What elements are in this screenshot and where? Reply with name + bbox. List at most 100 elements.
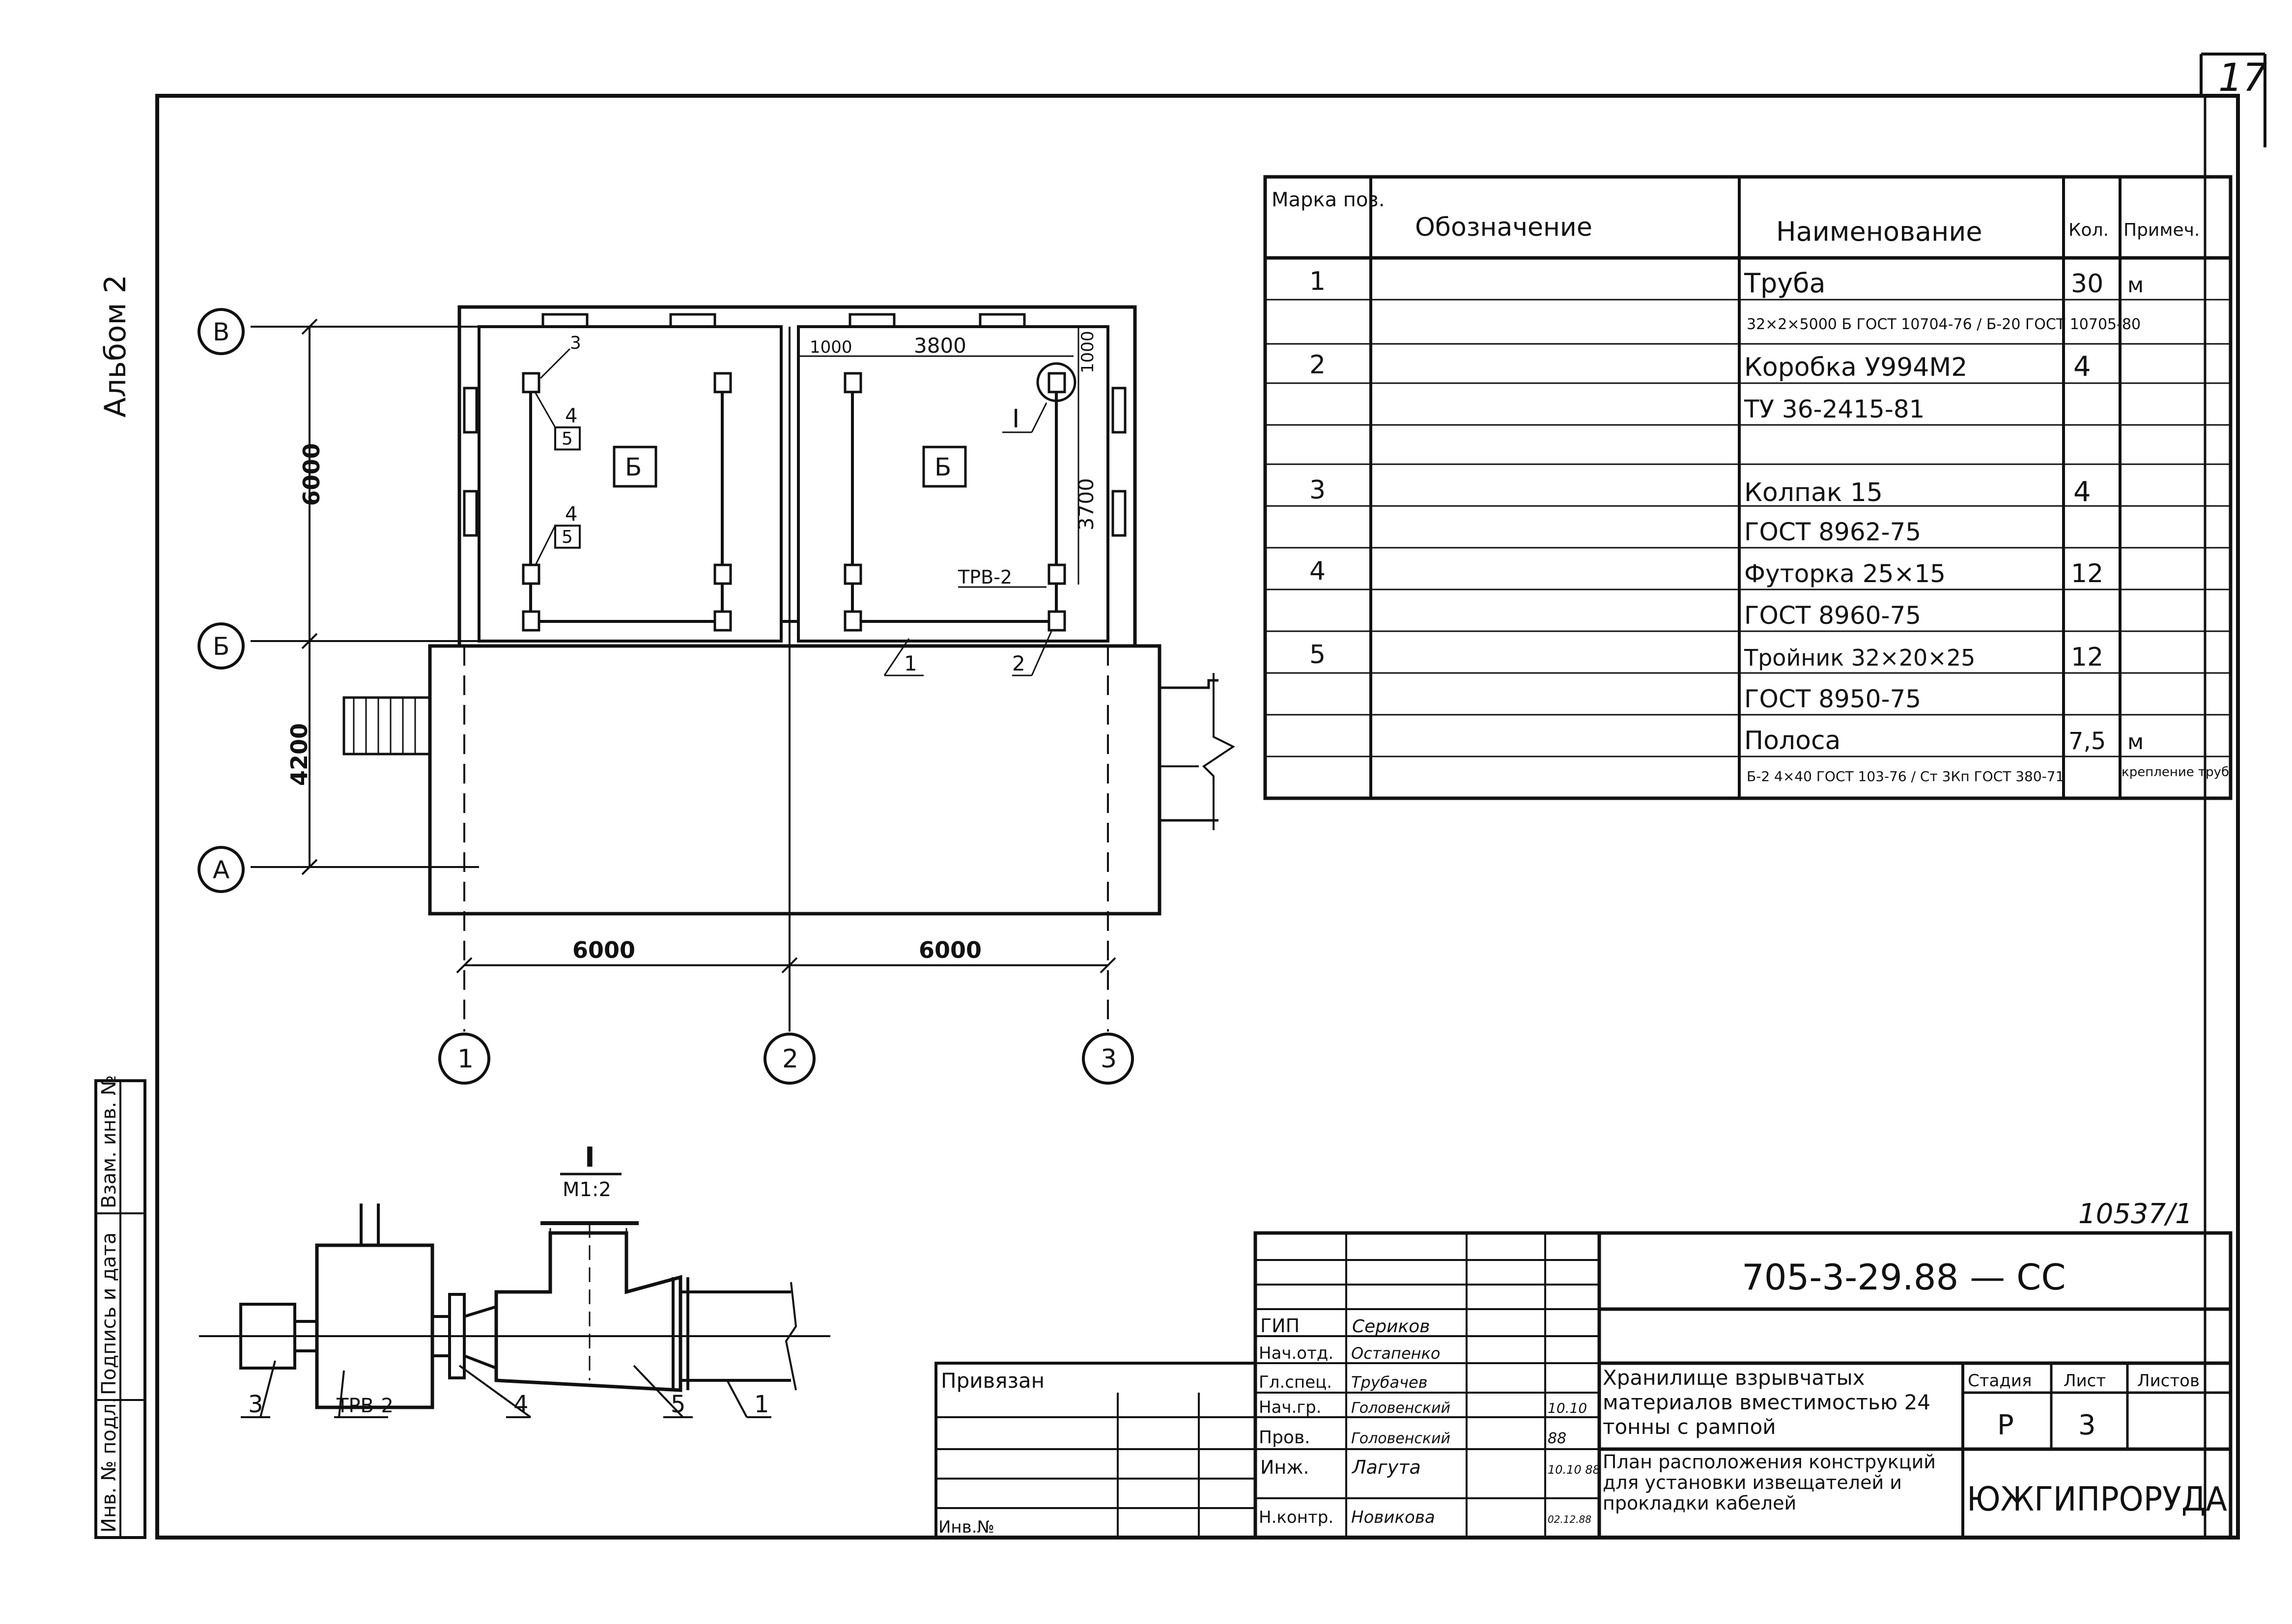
callout-4b: 4 xyxy=(565,503,577,526)
spec-row-name: Коробка У994М2 xyxy=(1744,353,1967,382)
role-label: Н.контр. xyxy=(1259,1508,1333,1527)
side-stamp-inv: Инв. № подл. xyxy=(98,1397,120,1533)
dim-col-12: 6000 xyxy=(572,937,635,963)
role-date: 02.12.88 xyxy=(1548,1513,1591,1525)
spec-row-name: ГОСТ 8950-75 xyxy=(1744,685,1921,713)
detail-label-3: 3 xyxy=(248,1391,263,1418)
spec-row-qty: 7,5 xyxy=(2068,728,2106,755)
spec-header-qty: Кол. xyxy=(2068,220,2109,240)
doc-code: 705-3-29.88 — СС xyxy=(1742,1257,2066,1298)
spec-row-name: Труба xyxy=(1744,268,1826,299)
role-label: Нач.гр. xyxy=(1259,1398,1322,1417)
sheet-label: Лист xyxy=(2064,1371,2106,1391)
side-label: Альбом 2 xyxy=(98,275,133,418)
inv-no-label: Инв.№ xyxy=(938,1517,994,1537)
dim-col-23: 6000 xyxy=(919,937,982,963)
axis-col-2: 2 xyxy=(782,1044,798,1074)
detail-label-1: 1 xyxy=(754,1391,769,1418)
spec-row-name: ТУ 36-2415-81 xyxy=(1744,395,1924,423)
spec-row-qty: 12 xyxy=(2071,559,2103,588)
drawing-title: План расположения конструкций для устано… xyxy=(1603,1452,1936,1514)
spec-row-note: м xyxy=(2127,729,2144,755)
role-name: Головенский xyxy=(1351,1400,1450,1417)
spec-row-pos: 1 xyxy=(1309,267,1326,296)
spec-row-name: ГОСТ 8960-75 xyxy=(1744,601,1921,630)
dim-row-vb: 6000 xyxy=(298,443,325,506)
side-stamp: Инв. № подл. Подпись и дата Взам. инв. № xyxy=(94,1075,146,1539)
spec-row-qty: 12 xyxy=(2071,643,2103,672)
spec-header-name: Наименование xyxy=(1776,216,1982,247)
callout-4a: 4 xyxy=(565,405,577,427)
callout-trv: ТРВ-2 xyxy=(958,566,1012,588)
room-label-right: Б xyxy=(934,453,951,481)
role-date: 10.10 xyxy=(1548,1400,1587,1416)
spec-row-qty: 4 xyxy=(2073,351,2091,383)
dim-row-ba: 4200 xyxy=(286,723,312,786)
role-label: Нач.отд. xyxy=(1259,1344,1333,1363)
privyazan-label: Привязан xyxy=(941,1369,1045,1393)
role-rows: ГИП Сериков Нач.отд. Остапенко Гл.спец. … xyxy=(1259,1315,1600,1527)
callout-3: 3 xyxy=(570,333,581,353)
dim-offset-1000b: 1000 xyxy=(1078,331,1098,373)
spec-row-name: Полоса xyxy=(1744,726,1840,756)
role-name: Трубачев xyxy=(1351,1373,1428,1392)
callout-node-I: I xyxy=(1012,404,1019,434)
spec-row-name: Колпак 15 xyxy=(1744,478,1883,507)
role-name: Лагута xyxy=(1351,1456,1421,1478)
role-label: ГИП xyxy=(1260,1315,1300,1337)
callout-5a: 5 xyxy=(562,429,573,449)
role-label: Пров. xyxy=(1259,1428,1310,1448)
spec-row-pos: 3 xyxy=(1309,476,1326,505)
dim-span-3800: 3800 xyxy=(914,334,966,358)
role-name: Новикова xyxy=(1351,1508,1435,1527)
spec-row-pos: 2 xyxy=(1309,350,1326,380)
role-name: Сериков xyxy=(1352,1316,1430,1337)
spec-rows: 1 Труба 30 м 32×2×5000 Б ГОСТ 10704-76 /… xyxy=(1309,267,2229,784)
spec-row-name: Тройник 32×20×25 xyxy=(1744,644,1975,671)
detail-label-trv: ТРВ-2 xyxy=(336,1395,394,1417)
spec-header-mark: Марка поз. xyxy=(1272,189,1385,211)
spec-row-name: 32×2×5000 Б ГОСТ 10704-76 / Б-20 ГОСТ 10… xyxy=(1747,316,2141,333)
spec-row-note: м xyxy=(2127,273,2144,298)
axis-bubbles xyxy=(198,308,1134,1085)
callout-1: 1 xyxy=(904,651,917,675)
spec-row-qty: 30 xyxy=(2071,269,2103,299)
dim-offset-1000: 1000 xyxy=(810,337,852,357)
spec-row-pos: 5 xyxy=(1309,640,1326,670)
axis-col-1: 1 xyxy=(457,1044,474,1074)
spec-row-name: Б-2 4×40 ГОСТ 103-76 / Ст 3Кп ГОСТ 380-7… xyxy=(1747,768,2064,784)
spec-header-designation: Обозначение xyxy=(1415,213,1592,242)
room-label-left: Б xyxy=(625,453,642,481)
spec-row-name: Футорка 25×15 xyxy=(1744,560,1946,588)
sheets-label: Листов xyxy=(2137,1371,2200,1391)
role-label: Инж. xyxy=(1260,1456,1309,1478)
spec-row-note: крепление труб xyxy=(2122,765,2229,780)
detail-title: I xyxy=(585,1142,595,1174)
sheet-number: 17 xyxy=(2218,56,2267,100)
project-title: Хранилище взрывчатых материалов вместимо… xyxy=(1603,1366,1931,1439)
detail-I: I М1:2 3 ТРВ-2 4 5 1 xyxy=(199,1142,830,1418)
dim-height-3700: 3700 xyxy=(1074,478,1098,531)
side-stamp-vzam: Взам. инв. № xyxy=(98,1075,120,1208)
role-label: Гл.спец. xyxy=(1259,1372,1332,1392)
axis-row-B: Б xyxy=(213,632,229,661)
stage-value: Р xyxy=(1997,1409,2014,1441)
detail-scale: М1:2 xyxy=(563,1178,611,1201)
spec-header-note: Примеч. xyxy=(2123,220,2200,240)
stage-label: Стадия xyxy=(1968,1371,2032,1391)
org-name: ЮЖГИПРОРУДА xyxy=(1967,1480,2227,1519)
role-name: Головенский xyxy=(1351,1430,1450,1447)
callout-2: 2 xyxy=(1012,651,1025,675)
stamp-ref: 10537/1 xyxy=(2078,1198,2193,1230)
axis-row-A: А xyxy=(213,856,229,884)
role-name: Остапенко xyxy=(1351,1344,1440,1363)
spec-row-pos: 4 xyxy=(1309,557,1326,586)
side-stamp-sign: Подпись и дата xyxy=(98,1232,120,1395)
sheet-value: 3 xyxy=(2078,1409,2096,1441)
title-block: 10537/1 xyxy=(934,1198,2233,1540)
axis-col-3: 3 xyxy=(1101,1044,1117,1074)
axis-row-V: В xyxy=(213,318,229,346)
spec-row-name: ГОСТ 8962-75 xyxy=(1744,518,1921,546)
detail-label-4: 4 xyxy=(513,1391,529,1418)
